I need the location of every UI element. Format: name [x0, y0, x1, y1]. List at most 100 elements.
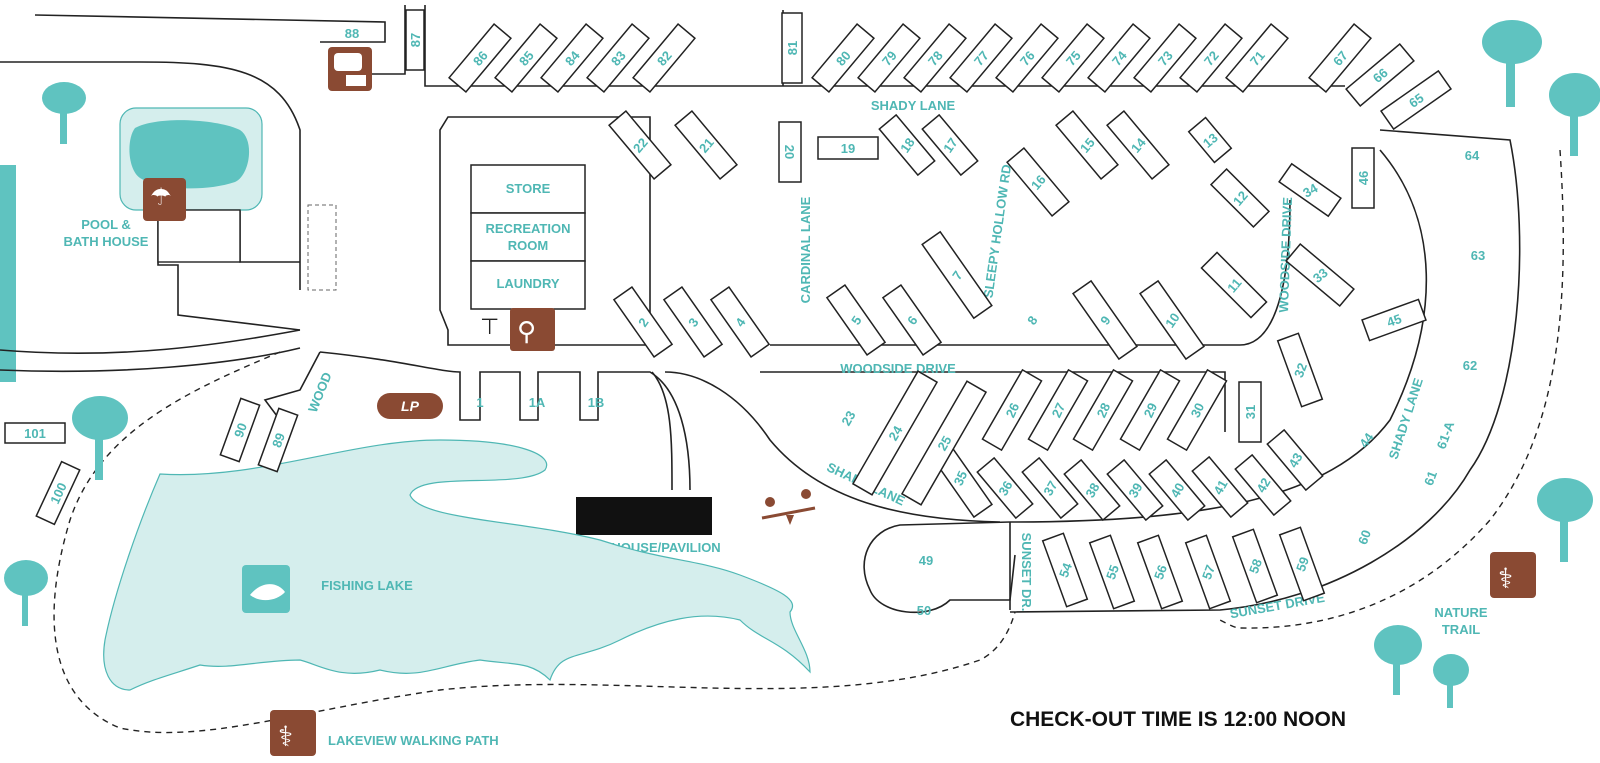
campsite-number-62: 62: [1463, 358, 1477, 373]
svg-text:⚲: ⚲: [517, 316, 536, 346]
campsite-30: [1166, 368, 1228, 452]
campsite-9: [1072, 279, 1138, 361]
campsite-number-60: 60: [1355, 528, 1374, 547]
water-spigot-icon: ⊤: [480, 314, 499, 339]
lp-badge: [377, 393, 443, 419]
playground-icon: [761, 489, 816, 525]
road-label-sunset-dr: SUNSET DR.: [1019, 533, 1034, 612]
campsite-number-30: 30: [1188, 400, 1208, 419]
walking-path-label: LAKEVIEW WALKING PATH: [328, 733, 499, 748]
pool-label-1: POOL &: [81, 217, 131, 232]
campsite-number-50: 50: [917, 603, 931, 618]
campsite-2: [612, 285, 674, 359]
hiker-icon: [1490, 552, 1536, 598]
campsite-27: [1027, 368, 1089, 452]
campsite-82: [632, 23, 696, 93]
campsite-number-19: 19: [841, 141, 855, 156]
campsite-72: [1179, 23, 1243, 93]
road-label-sleepy-hollow: SLEEPY HOLLOW RD.: [980, 160, 1014, 299]
campsite-number-57: 57: [1199, 563, 1218, 582]
campsite-5: [825, 283, 887, 357]
campsite-80: [811, 23, 875, 93]
campsite-number-20: 20: [782, 145, 797, 159]
campsite-number-1a: 1A: [529, 395, 546, 410]
shower-icon: [143, 178, 186, 221]
campsite-57: [1184, 534, 1232, 610]
campsite-28: [1072, 368, 1134, 452]
pool-label-2: BATH HOUSE: [64, 234, 149, 249]
campsite-number-37: 37: [1040, 478, 1060, 498]
campsite-number-23: 23: [838, 408, 858, 428]
campsite-32: [1276, 332, 1324, 408]
campsite-84: [540, 23, 604, 93]
campsite-13: [1187, 116, 1233, 164]
road-label-cardinal-lane: CARDINAL LANE: [798, 196, 813, 303]
svg-text:⚕: ⚕: [278, 721, 293, 752]
campsite-100: [35, 460, 81, 526]
campsite-83: [586, 23, 650, 93]
campsite-39: [1106, 458, 1164, 522]
campsite-54: [1041, 532, 1089, 608]
campsite-76: [995, 23, 1059, 93]
store-label: STORE: [506, 181, 551, 196]
campsite-number-36: 36: [995, 478, 1015, 498]
campsite-86: [448, 23, 512, 93]
campsite-number-46: 46: [1356, 171, 1371, 185]
tree-icon: [4, 20, 1600, 708]
road-label-wood: WOOD: [305, 370, 335, 414]
checkout-notice: CHECK-OUT TIME IS 12:00 NOON: [1010, 708, 1346, 731]
campsite-number-64: 64: [1465, 148, 1480, 163]
campsite-number-27: 27: [1049, 400, 1069, 419]
campsite-31: [1238, 381, 1262, 443]
campsite-number-101: 101: [24, 426, 46, 441]
lp-label: LP: [401, 398, 420, 414]
campsite-71: [1225, 23, 1289, 93]
campsite-7: [921, 230, 993, 320]
campsite-number-44: 44: [1356, 429, 1377, 450]
campsite-number-58: 58: [1246, 557, 1265, 576]
campsite-number-38: 38: [1082, 480, 1102, 500]
campsite-number-89: 89: [269, 431, 288, 450]
campsite-11: [1200, 251, 1268, 319]
svg-text:⚕: ⚕: [1498, 563, 1513, 594]
campsite-20: [778, 121, 802, 183]
campsite-42: [1234, 453, 1292, 517]
campsite-34: [1278, 162, 1342, 218]
campsite-number-56: 56: [1151, 563, 1170, 582]
campsite-number-59: 59: [1293, 555, 1312, 574]
campsite-number-10: 10: [1162, 310, 1183, 330]
fishing-lake-label: FISHING LAKE: [321, 578, 413, 593]
campsite-81: [781, 12, 803, 84]
laundry-label: LAUNDRY: [496, 276, 559, 291]
campsite-number-88: 88: [345, 26, 359, 41]
campsite-number-31: 31: [1243, 405, 1258, 419]
campsite-number-40: 40: [1167, 480, 1187, 500]
campsite-41: [1191, 455, 1249, 519]
campsite-number-87: 87: [408, 33, 423, 47]
campsite-number-39: 39: [1125, 480, 1145, 500]
road-label-woodside-vertical: WOODSIDE DRIVE: [1276, 197, 1295, 313]
campsite-number-1b: 1B: [588, 395, 605, 410]
campsite-37: [1021, 456, 1079, 520]
pool-area: ☂: [119, 107, 337, 291]
campsite-36: [976, 456, 1034, 520]
campsite-number-61-a: 61-A: [1434, 419, 1458, 451]
campsite-79: [857, 23, 921, 93]
svg-text:☂: ☂: [150, 184, 172, 211]
campsite-46: [1351, 147, 1375, 209]
campsite-number-55: 55: [1103, 563, 1122, 582]
campsite-65: [1379, 69, 1453, 131]
campsite-45: [1361, 298, 1427, 342]
campsite-number-90: 90: [231, 421, 250, 440]
campsite-43: [1266, 428, 1324, 492]
campsite-3: [662, 285, 724, 359]
campsite-85: [494, 23, 558, 93]
campsite-25: [900, 380, 988, 506]
nature-trail-label-2: TRAIL: [1442, 622, 1480, 637]
restroom-icon: [510, 308, 555, 351]
campsite-73: [1133, 23, 1197, 93]
campsite-26: [981, 368, 1043, 452]
campsite-15: [1055, 110, 1119, 180]
campsite-number-18: 18: [897, 135, 918, 155]
